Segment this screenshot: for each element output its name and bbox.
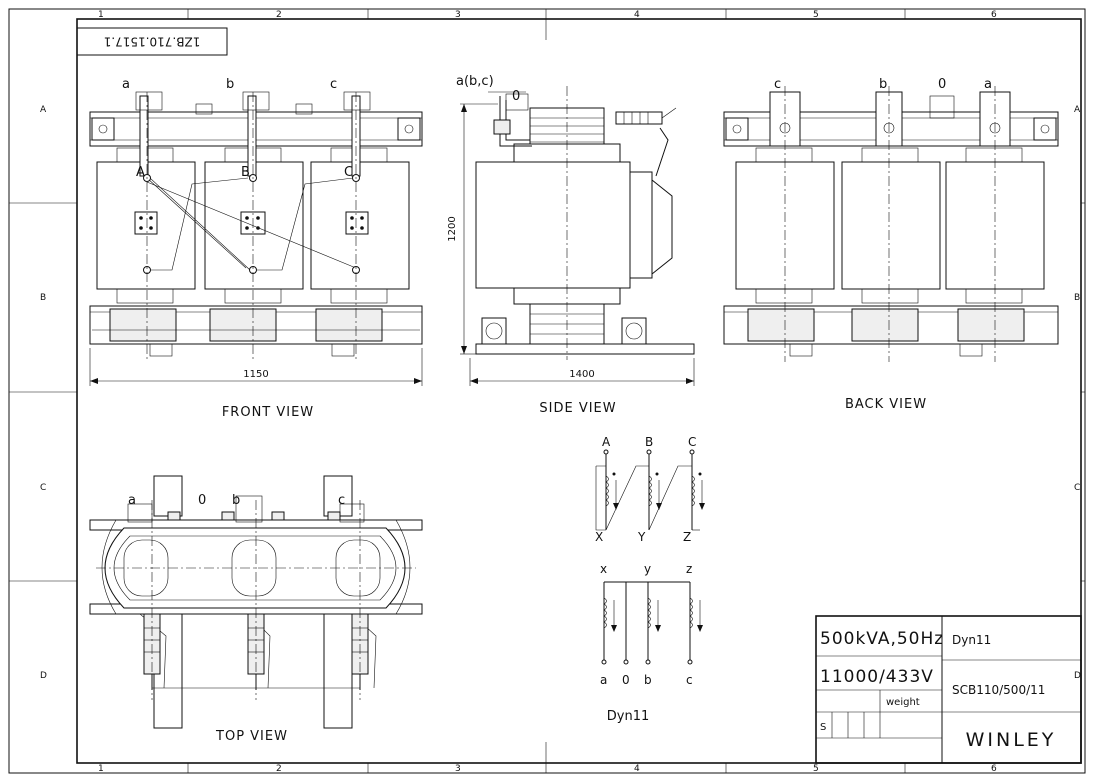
wiring-vector-group: Dyn11 (607, 709, 650, 724)
front-terminal-C: C (344, 165, 353, 180)
wiring-primary-Z: Z (683, 530, 691, 544)
column-labels: 1 2 3 4 5 6 1 2 3 4 5 6 (98, 10, 997, 774)
wiring-diagram: A B C X Y Z x y z a 0 b c Dyn11 (595, 435, 705, 724)
title-vector-group: Dyn11 (952, 633, 991, 647)
front-terminal-a: a (122, 77, 130, 92)
back-terminal-c: c (774, 77, 781, 92)
back-terminal-b: b (879, 77, 887, 92)
title-model: SCB110/500/11 (952, 683, 1045, 697)
col-label-3: 3 (455, 10, 461, 20)
side-view: 1200 1400 a(b,c) 0 SIDE VIEW (447, 74, 695, 416)
top-view: a 0 b c TOP VIEW (89, 475, 423, 744)
wiring-secondary-0: 0 (622, 673, 630, 687)
side-neutral-label: 0 (512, 89, 520, 104)
row-label-b: B (40, 293, 46, 303)
title-weight-label: weight (886, 697, 920, 708)
drawing-number-box: 1ZB.710.1517.1 (76, 27, 228, 56)
side-view-title: SIDE VIEW (539, 401, 616, 416)
wiring-secondary-c: c (686, 673, 693, 687)
front-terminal-b: b (226, 77, 234, 92)
front-view-title: FRONT VIEW (222, 405, 314, 420)
wiring-secondary-x: x (600, 562, 607, 576)
row-label-a-right: A (1074, 105, 1081, 115)
title-scale-label: S (820, 722, 826, 733)
row-label-a: A (40, 105, 47, 115)
back-view: c b 0 a BACK VIEW (723, 77, 1059, 412)
front-terminal-c: c (330, 77, 337, 92)
side-height-dimension: 1200 (447, 216, 458, 241)
row-label-c: C (40, 483, 46, 493)
wiring-secondary-a: a (600, 673, 607, 687)
title-rating: 500kVA,50Hz (820, 629, 944, 649)
row-labels: A B C D A B C D (40, 105, 1081, 681)
col-label-2: 2 (276, 10, 282, 20)
top-view-title: TOP VIEW (215, 729, 288, 744)
wiring-primary-X: X (595, 530, 603, 544)
col-label-2-bottom: 2 (276, 764, 282, 774)
front-terminal-A: A (136, 165, 145, 180)
front-width-dimension: 1150 (243, 369, 268, 380)
top-terminal-a: a (128, 493, 136, 508)
wiring-secondary-b: b (644, 673, 652, 687)
back-terminal-0: 0 (938, 77, 946, 92)
title-company: WINLEY (966, 729, 1057, 751)
col-label-5-bottom: 5 (813, 764, 819, 774)
top-terminal-0: 0 (198, 493, 206, 508)
col-label-6: 6 (991, 10, 997, 20)
wiring-secondary-y: y (644, 562, 651, 576)
wiring-primary-B: B (645, 435, 653, 449)
wiring-primary-A: A (602, 435, 611, 449)
drawing-number: 1ZB.710.1517.1 (104, 35, 201, 49)
top-terminal-c: c (338, 493, 345, 508)
col-label-4-bottom: 4 (634, 764, 640, 774)
row-label-c-right: C (1074, 483, 1080, 493)
back-view-title: BACK VIEW (845, 397, 927, 412)
title-voltage: 11000/433V (820, 667, 934, 687)
col-label-3-bottom: 3 (455, 764, 461, 774)
wiring-secondary-z: z (686, 562, 692, 576)
side-terminal-label: a(b,c) (456, 74, 494, 89)
row-label-b-right: B (1074, 293, 1080, 303)
col-label-1: 1 (98, 10, 104, 20)
title-block: 500kVA,50Hz 11000/433V weight S Dyn11 SC… (815, 615, 1082, 764)
back-terminal-a: a (984, 77, 992, 92)
row-label-d: D (40, 671, 47, 681)
row-label-d-right: D (1074, 671, 1081, 681)
col-label-5: 5 (813, 10, 819, 20)
wiring-primary-C: C (688, 435, 696, 449)
wiring-primary-Y: Y (637, 530, 646, 544)
sheet-frame (8, 8, 1086, 774)
front-terminal-B: B (241, 165, 250, 180)
col-label-1-bottom: 1 (98, 764, 104, 774)
col-label-4: 4 (634, 10, 640, 20)
top-terminal-b: b (232, 493, 240, 508)
col-label-6-bottom: 6 (991, 764, 997, 774)
front-view: 1150 a b c A B C FRONT VIEW (89, 77, 423, 420)
side-width-dimension: 1400 (569, 369, 594, 380)
